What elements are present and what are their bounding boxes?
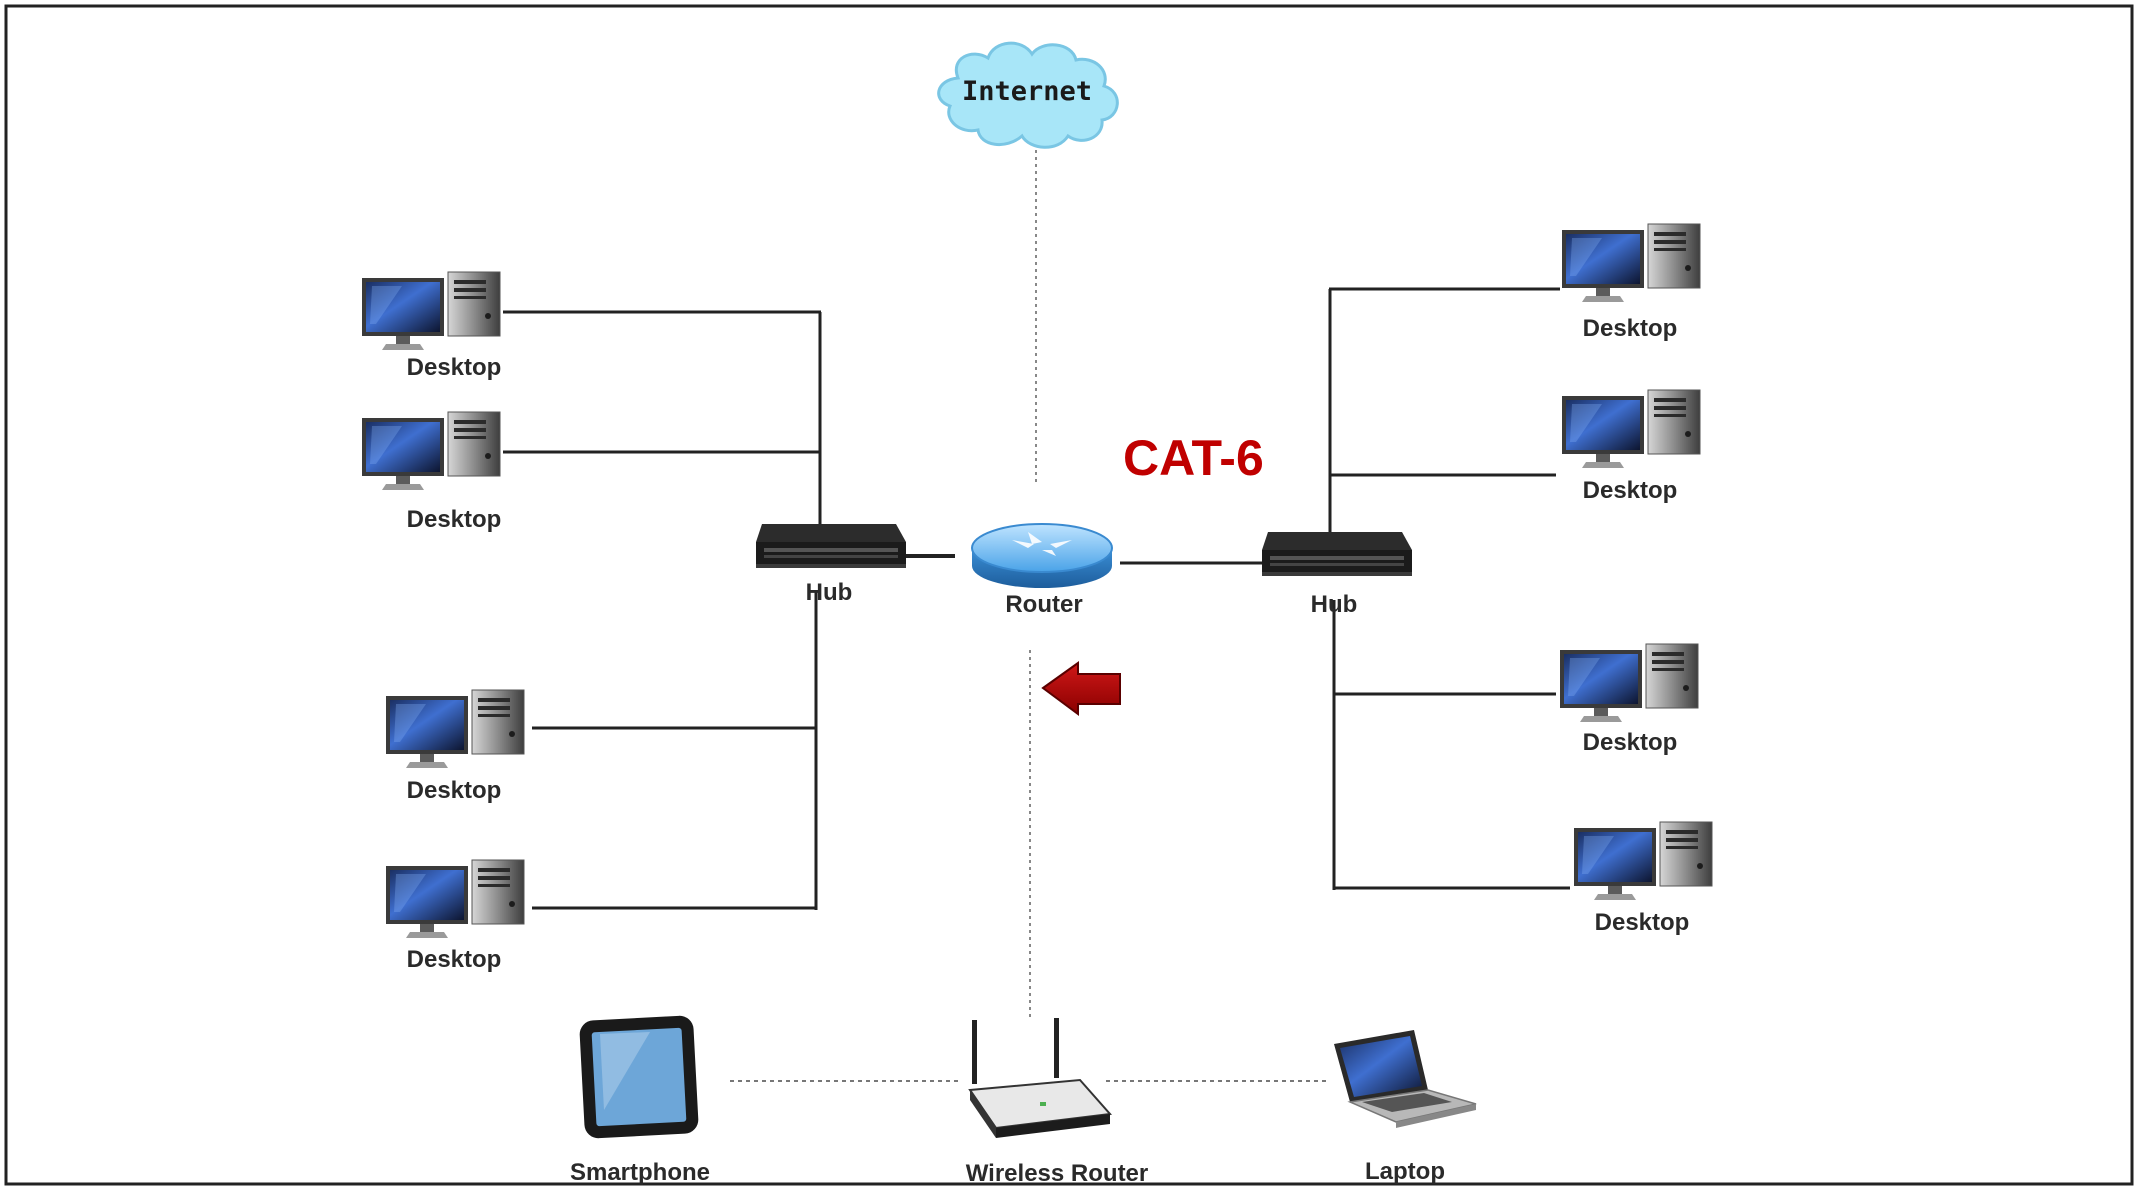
smartphone-label: Smartphone [570, 1159, 710, 1186]
router-icon [971, 523, 1113, 588]
internet-label: Internet [962, 76, 1092, 107]
wireless-router-label: Wireless Router [966, 1160, 1149, 1186]
connection-lines [503, 150, 1570, 1082]
desktop-label: Desktop [407, 354, 502, 381]
desktop-right-4: Desktop [1573, 821, 1713, 936]
laptop-icon [1334, 1030, 1477, 1128]
wireless-router-icon [968, 1018, 1113, 1138]
router-node: Router [971, 523, 1113, 618]
desktop-icon [1561, 389, 1701, 469]
laptop-node: Laptop [1334, 1030, 1477, 1185]
outer-frame [4, 4, 2134, 1186]
left-hub-label: Hub [806, 579, 853, 606]
desktop-label: Desktop [1583, 477, 1678, 504]
desktop-icon [1559, 643, 1699, 723]
desktop-icon [361, 271, 501, 351]
desktop-right-1: Desktop [1561, 223, 1701, 342]
desktop-right-3: Desktop [1559, 643, 1699, 756]
desktop-icon [361, 411, 501, 491]
red-arrow-icon [1041, 661, 1121, 716]
desktop-label: Desktop [407, 506, 502, 533]
desktop-left-1: Desktop [361, 271, 502, 381]
desktop-right-2: Desktop [1561, 389, 1701, 504]
hub-icon [1262, 532, 1412, 576]
internet-cloud: Internet [937, 41, 1119, 149]
tablet-icon [579, 1015, 699, 1139]
desktop-label: Desktop [407, 777, 502, 804]
router-label: Router [1005, 591, 1082, 618]
hub-icon [756, 524, 906, 568]
desktop-icon [385, 859, 525, 939]
left-hub-node: Hub [756, 524, 906, 606]
desktop-left-2: Desktop [361, 411, 502, 533]
desktop-label: Desktop [1583, 729, 1678, 756]
desktop-left-4: Desktop [385, 859, 525, 973]
desktop-label: Desktop [407, 946, 502, 973]
cloud-icon [937, 41, 1119, 149]
desktop-icon [385, 689, 525, 769]
right-hub-node: Hub [1262, 532, 1412, 618]
right-hub-cables [1328, 287, 1570, 890]
wireless-router-node: Wireless Router [966, 1018, 1149, 1187]
desktop-icon [1573, 821, 1713, 901]
desktop-icon [1561, 223, 1701, 303]
desktop-label: Desktop [1595, 909, 1690, 936]
smartphone-node: Smartphone [570, 1015, 710, 1186]
laptop-label: Laptop [1365, 1158, 1445, 1185]
left-hub-cables [503, 310, 822, 910]
desktop-left-3: Desktop [385, 689, 525, 804]
right-hub-label: Hub [1311, 591, 1358, 618]
cat6-label: CAT-6 [1123, 430, 1264, 486]
desktop-label: Desktop [1583, 315, 1678, 342]
